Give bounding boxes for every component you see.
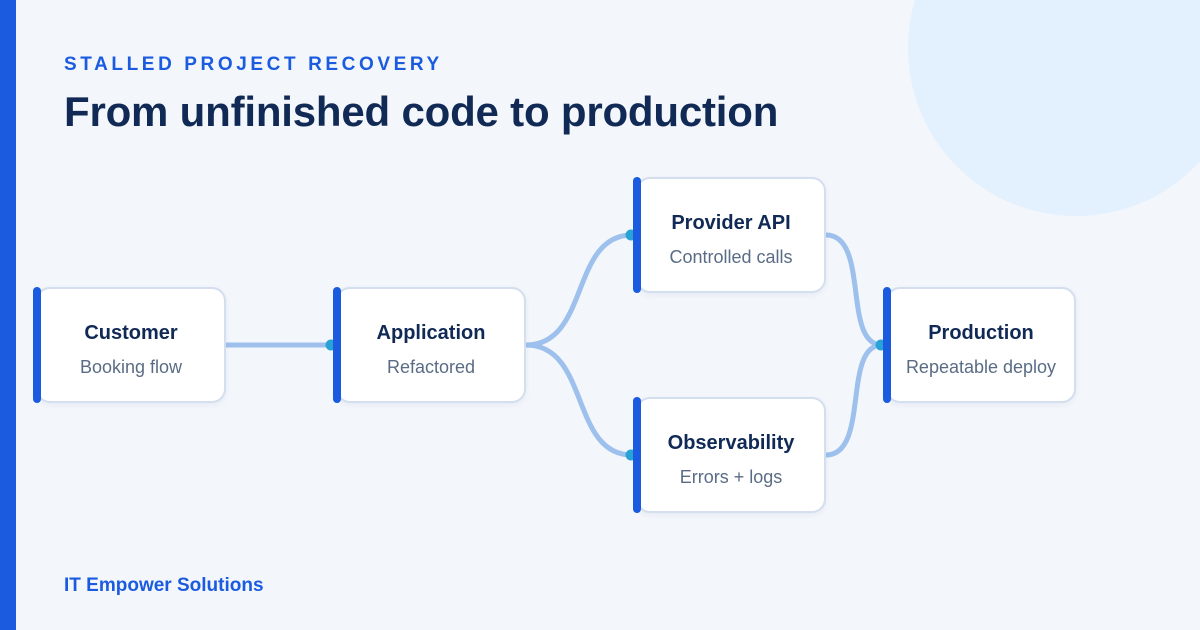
- node-accent-bar: [883, 287, 891, 403]
- edge-observability-production: [823, 342, 885, 458]
- node-title: Customer: [84, 322, 178, 344]
- node-customer: Customer Booking flow: [33, 287, 226, 403]
- edge-application-observability: [523, 342, 635, 458]
- node-subtitle: Refactored: [386, 357, 476, 377]
- node-observability: Observability Errors + logs: [633, 397, 826, 513]
- node-accent-bar: [333, 287, 341, 403]
- node-accent-bar: [33, 287, 41, 403]
- left-accent-bar: [0, 0, 16, 630]
- edge-application-provider-api: [523, 232, 635, 348]
- node-accent-bar: [633, 397, 641, 513]
- node-subtitle: Controlled calls: [669, 247, 793, 267]
- node-accent-bar: [633, 177, 641, 293]
- eyebrow-label: STALLED PROJECT RECOVERY: [64, 54, 443, 75]
- node-application: Application Refactored: [333, 287, 526, 403]
- node-production: Production Repeatable deploy: [883, 287, 1076, 403]
- edge-provider-api-production: [823, 232, 885, 348]
- node-provider-api: Provider API Controlled calls: [633, 177, 826, 293]
- node-title: Observability: [667, 432, 795, 454]
- node-subtitle: Repeatable deploy: [905, 357, 1057, 377]
- node-title: Application: [376, 322, 486, 344]
- brand-name: IT Empower Solutions: [64, 575, 264, 596]
- node-title: Provider API: [671, 212, 791, 234]
- node-subtitle: Booking flow: [79, 357, 183, 377]
- node-title: Production: [928, 322, 1034, 344]
- node-subtitle: Errors + logs: [679, 467, 783, 487]
- page-title: From unfinished code to production: [64, 88, 779, 135]
